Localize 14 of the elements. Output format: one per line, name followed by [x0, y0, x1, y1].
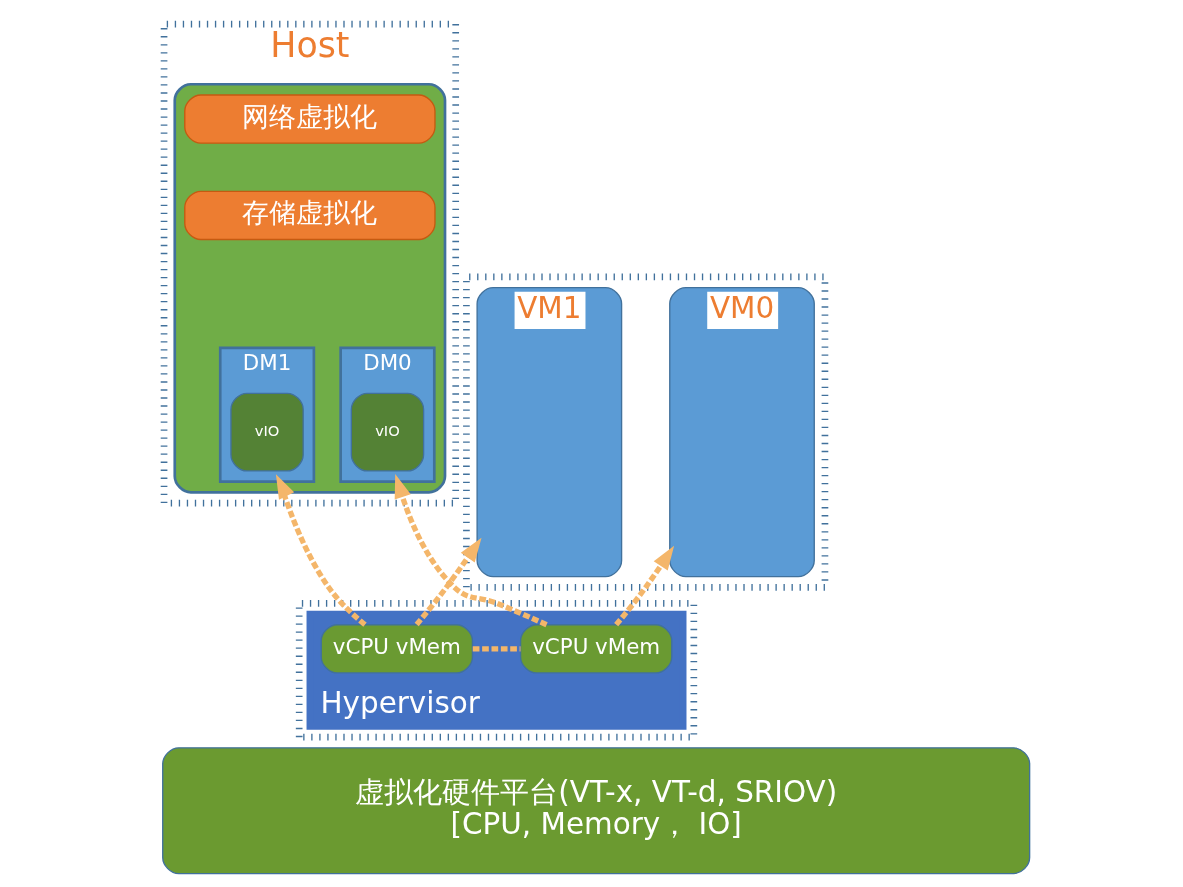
cluster — [463, 273, 829, 591]
cluster — [173, 82, 447, 494]
node-box: 虚拟化硬件平台(VT-x, VT-d, SRIOV) [CPU, Memory， IO] — [162, 747, 1031, 875]
node-box: vIO — [350, 392, 425, 472]
node-box: 存储虚拟化 — [184, 190, 436, 241]
node-box: vIO — [230, 392, 304, 472]
node-box: vCPU vMem — [320, 624, 474, 674]
node-box: VM0 — [669, 286, 815, 578]
arrow — [394, 473, 548, 628]
cluster — [295, 600, 698, 741]
node-box: 网络虚拟化 — [184, 94, 436, 144]
arrow — [275, 474, 367, 627]
node-box: vCPU vMem — [519, 624, 673, 674]
node-box: VM1 — [476, 286, 623, 578]
